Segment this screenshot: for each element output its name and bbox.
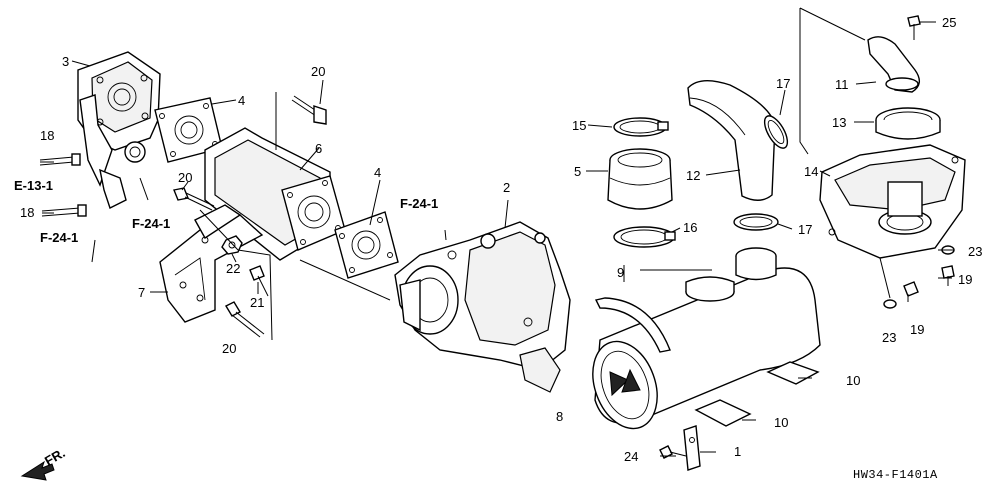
part-5-connector [607, 148, 673, 210]
part-7-bracket [159, 204, 264, 323]
label-16: 16 [683, 220, 697, 235]
label-11: 11 [835, 77, 849, 92]
label-14: 14 [804, 164, 818, 179]
part-2-case [394, 221, 571, 393]
part-17-clamp-upper [763, 115, 789, 149]
label-25: 25 [942, 15, 956, 30]
label-24: 24 [624, 449, 638, 464]
label-12: 12 [686, 168, 700, 183]
part-12-tube [687, 80, 776, 201]
part-number-labels: 3 4 20 6 18 18 20 4 2 22 7 21 20 8 15 5 … [20, 15, 982, 464]
part-20-bolt-top [291, 95, 327, 125]
ref-f-24-1-b: F-24-1 [132, 216, 170, 231]
label-4b: 4 [374, 165, 381, 180]
part-20-bolt-low [225, 301, 265, 338]
label-15: 15 [572, 118, 586, 133]
label-20c: 20 [222, 341, 236, 356]
label-19b: 19 [910, 322, 924, 337]
label-3: 3 [62, 54, 69, 69]
part-19-bolt-right [941, 265, 955, 286]
reference-labels: E-13-1 F-24-1 F-24-1 F-24-1 [14, 178, 438, 245]
label-10b: 10 [774, 415, 788, 430]
part-10-pad-lower [694, 399, 752, 427]
part-18-bolt-lower [41, 204, 87, 217]
label-18b: 18 [20, 205, 34, 220]
label-1: 1 [734, 444, 741, 459]
part-4-gasket-upper [154, 97, 223, 163]
part-20-bolt-mid [173, 187, 215, 211]
part-18-bolt-upper [39, 153, 81, 166]
part-13-ring [875, 107, 941, 140]
label-13: 13 [832, 115, 846, 130]
label-10a: 10 [846, 373, 860, 388]
part-1-clip [683, 425, 701, 471]
label-19a: 19 [958, 272, 972, 287]
label-8: 8 [556, 409, 563, 424]
label-20b: 20 [178, 170, 192, 185]
label-4a: 4 [238, 93, 245, 108]
part-21-bolt [249, 265, 269, 297]
label-18a: 18 [40, 128, 54, 143]
label-17b: 17 [798, 222, 812, 237]
diagram-code: HW34-F1401A [853, 468, 938, 482]
part-9-silencer [592, 247, 821, 430]
part-16-clamp [613, 226, 676, 248]
front-direction-arrow [20, 460, 55, 481]
label-23b: 23 [882, 330, 896, 345]
assembly-lines [91, 7, 891, 341]
part-3-mount-block [77, 51, 161, 209]
label-6: 6 [315, 141, 322, 156]
part-25-screw [907, 15, 921, 40]
label-2: 2 [503, 180, 510, 195]
front-direction-label: FR. [42, 445, 68, 468]
part-17-clamp-lower [733, 213, 779, 231]
leader-lines [40, 21, 954, 457]
label-7: 7 [138, 285, 145, 300]
ref-e-13-1: E-13-1 [14, 178, 53, 193]
ref-f-24-1-c: F-24-1 [400, 196, 438, 211]
part-6-exhaust-pipe [204, 127, 346, 261]
label-21: 21 [250, 295, 264, 310]
part-15-clamp [613, 117, 669, 137]
part-11-elbow [867, 36, 920, 93]
part-23-washer-low [883, 299, 897, 309]
ref-f-24-1-a: F-24-1 [40, 230, 78, 245]
label-20a: 20 [311, 64, 325, 79]
label-22: 22 [226, 261, 240, 276]
part-24-screw [659, 445, 687, 459]
label-9: 9 [617, 265, 624, 280]
label-17a: 17 [776, 76, 790, 91]
label-23a: 23 [968, 244, 982, 259]
label-5: 5 [574, 164, 581, 179]
part-19-bolt-low [903, 281, 919, 302]
part-4-gasket-lower [334, 211, 399, 279]
part-14-housing [819, 144, 966, 259]
